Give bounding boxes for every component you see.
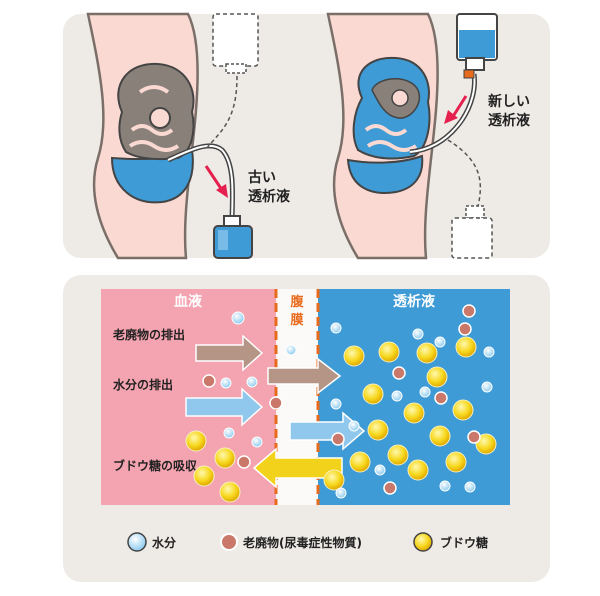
legend-water-icon [127, 532, 147, 552]
glucose-molecules [185, 336, 497, 503]
label-new-dialysate-line1: 新しい [488, 93, 530, 110]
legend-waste-icon [220, 533, 238, 551]
blood-title: 血液 [174, 293, 203, 310]
water-molecules [220, 311, 495, 499]
drain-bag-old-dialysate [213, 215, 253, 259]
legend-water-label: 水分 [152, 535, 176, 550]
catheter-tube-right [409, 73, 477, 155]
legend-waste-label: 老廃物(尿毒症性物質) [243, 535, 362, 550]
infuse-arrow-icon [450, 95, 468, 119]
drain-bag-dashed-right [447, 139, 493, 259]
glucose-absorption-label: ブドウ糖の吸収 [113, 458, 198, 473]
drain-arrow-head-icon [216, 184, 228, 198]
empty-bag-dashed-left [204, 13, 259, 151]
body-illustration-right [326, 12, 439, 260]
drain-arrow-icon [204, 165, 224, 191]
legend-glucose-label: ブドウ糖 [440, 535, 488, 550]
catheter-tube-left [166, 143, 236, 223]
label-old-dialysate-line1: 古い [248, 169, 276, 186]
waste-molecules [202, 304, 481, 495]
waste-arrow-icon [195, 334, 342, 395]
waste-excretion-label: 老廃物の排出 [113, 327, 185, 342]
membrane-title-line2: 膜 [290, 312, 303, 328]
legend-glucose-icon [413, 532, 433, 552]
dialysate-title: 透析液 [393, 293, 436, 310]
legend: 水分 老廃物(尿毒症性物質) ブドウ糖 [127, 532, 488, 552]
membrane-title-line1: 腹 [290, 294, 304, 310]
label-old-dialysate-line2: 透析液 [248, 188, 291, 205]
label-new-dialysate-line2: 透析液 [488, 112, 531, 129]
water-arrow-icon [185, 387, 366, 451]
supply-bag-new-dialysate [456, 13, 498, 79]
infuse-arrow-head-icon [444, 110, 458, 124]
body-illustration-left [86, 12, 199, 260]
water-excretion-label: 水分の排出 [113, 377, 173, 392]
